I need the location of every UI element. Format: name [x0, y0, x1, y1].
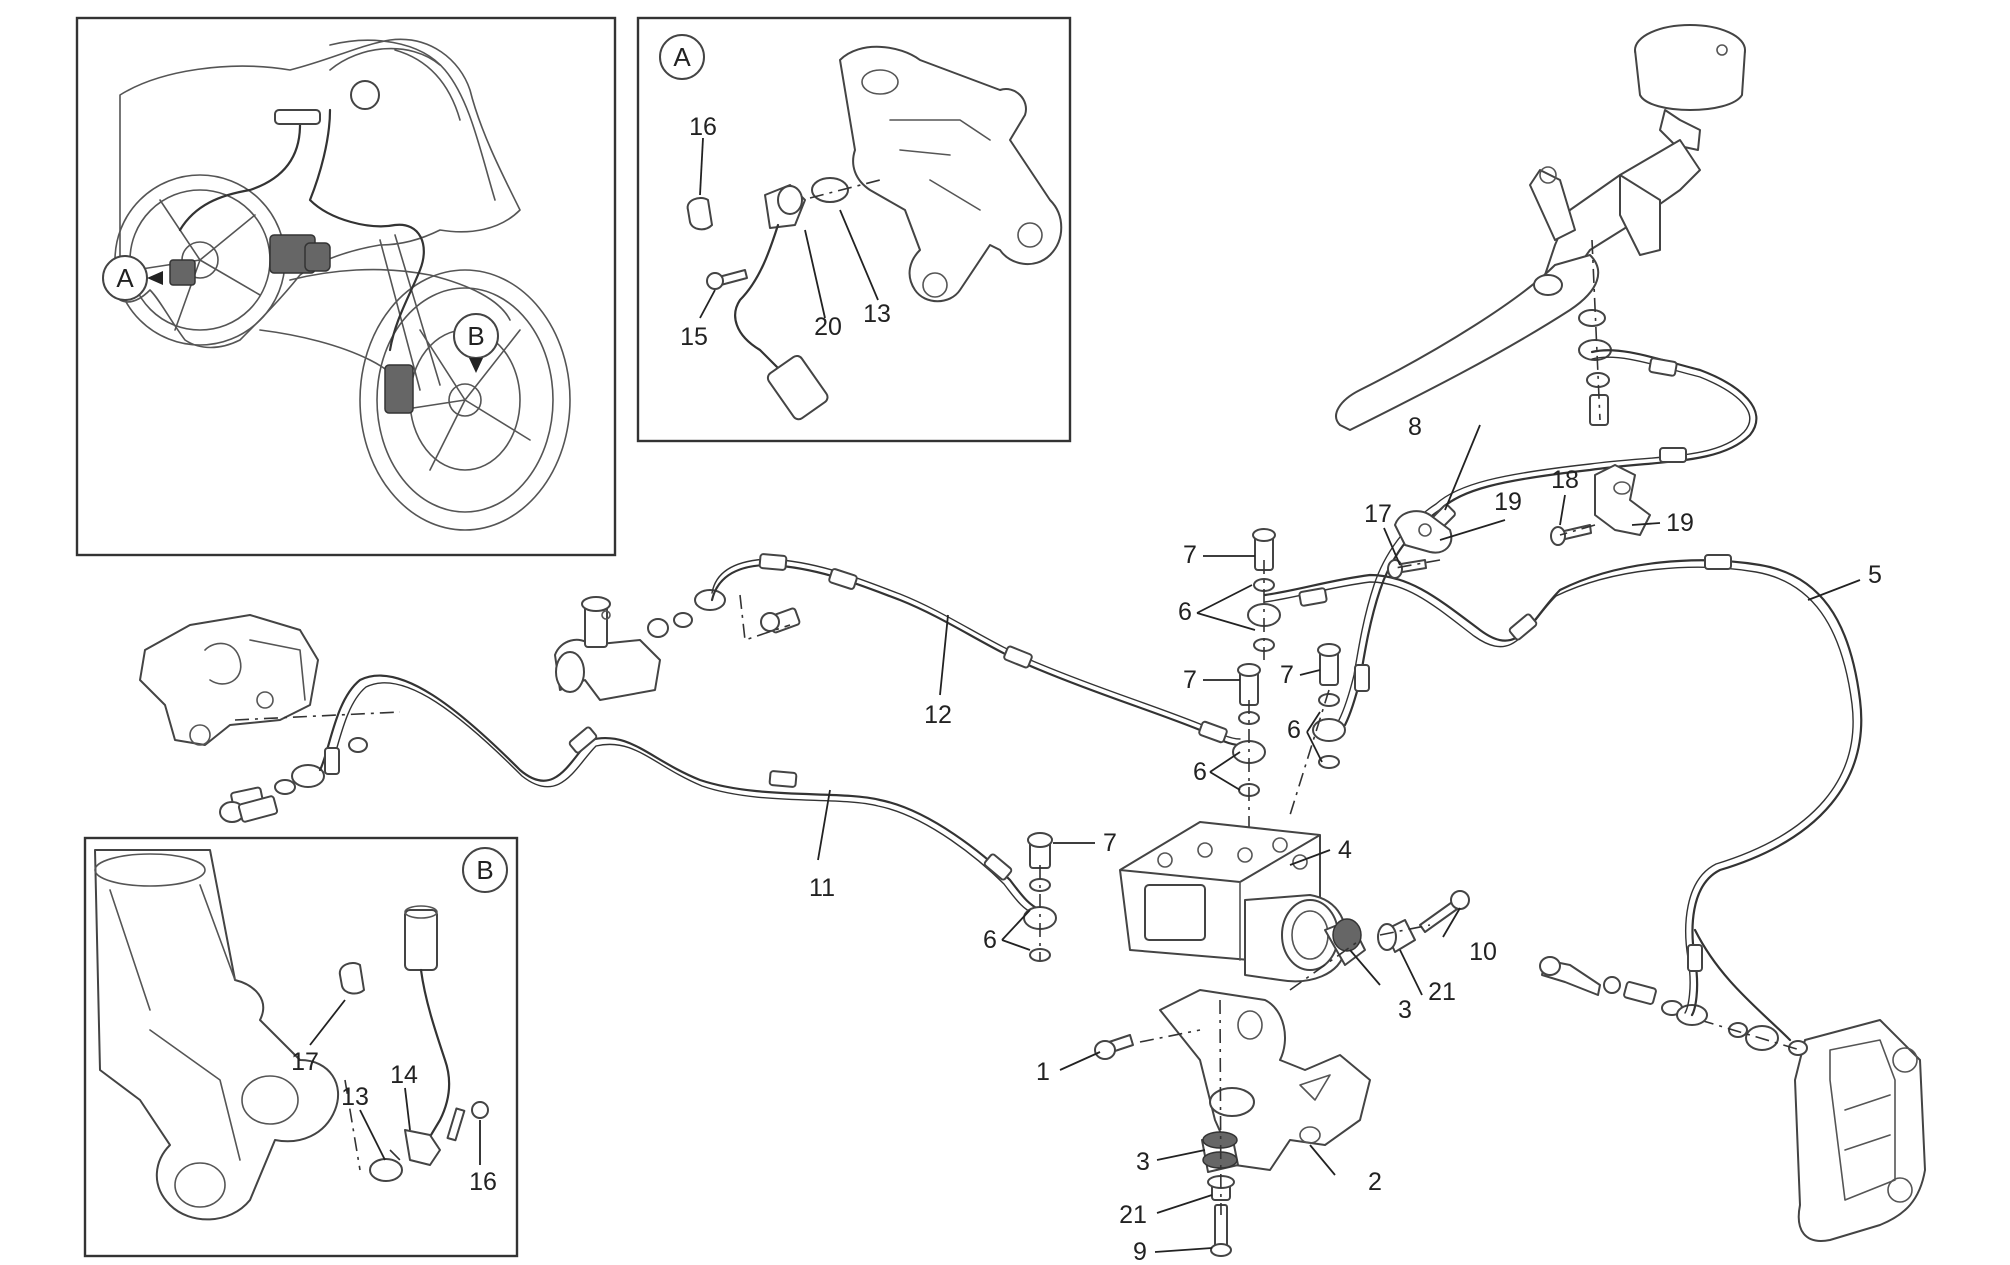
- callout-2: 2: [1368, 1168, 1382, 1196]
- callout-14: 14: [390, 1061, 418, 1089]
- front-master-cylinder: [1335, 24, 1746, 431]
- callout-15-a: 15: [680, 323, 708, 351]
- inset-b-marker-label: B: [467, 321, 484, 351]
- callout-4: 4: [1338, 836, 1352, 864]
- inset-a-marker-label: A: [116, 263, 134, 293]
- brake-hoses: [318, 349, 1863, 1042]
- callout-19: 19: [1494, 488, 1522, 516]
- callout-21-upper: 21: [1428, 978, 1456, 1006]
- callout-11: 11: [809, 874, 835, 902]
- abs-hydraulic-unit: [1023, 528, 1470, 1257]
- callout-20: 20: [814, 313, 842, 341]
- callout-17-right: 18: [1551, 466, 1579, 494]
- callout-numbers: 1 2 3 3 4 5 6 6 6 6 7 7 7 7 8 9 10 11 12…: [809, 413, 1882, 1265]
- inset-b-title: B: [476, 855, 493, 885]
- callout-5: 5: [1868, 561, 1882, 589]
- callout-leaders: [817, 424, 1861, 1253]
- callout-7-mid: 7: [1183, 666, 1197, 694]
- callout-9: 9: [1133, 1238, 1147, 1265]
- callout-3-lower: 3: [1136, 1148, 1150, 1176]
- callout-13-a: 13: [863, 300, 891, 328]
- front-brake-caliper: [1539, 956, 1926, 1242]
- callout-13-b: 13: [341, 1083, 369, 1111]
- callout-6-top: 6: [1178, 598, 1192, 626]
- inset-b-front-sensor: B 17 13 14 16: [83, 836, 519, 1258]
- callout-15-b: 16: [469, 1168, 497, 1196]
- callout-7-left: 7: [1103, 829, 1117, 857]
- callout-6-right: 6: [1287, 716, 1301, 744]
- rear-master-cylinder: [554, 589, 801, 701]
- inset-motorcycle-overview: A B: [75, 16, 617, 557]
- callout-16-b: 17: [291, 1048, 319, 1076]
- callout-1: 1: [1036, 1058, 1050, 1086]
- inset-a-title: A: [673, 42, 691, 72]
- callout-3-upper: 3: [1398, 996, 1412, 1024]
- hose-clamps: [1387, 464, 1651, 579]
- callout-12: 12: [924, 701, 952, 729]
- callout-17-left: 17: [1364, 500, 1392, 528]
- inset-a-rear-sensor: A 16 15 20 13: [636, 16, 1072, 443]
- callout-7-top: 7: [1183, 541, 1197, 569]
- callout-8: 8: [1408, 413, 1422, 441]
- callout-10: 10: [1469, 938, 1497, 966]
- callout-6-mid: 6: [1193, 758, 1207, 786]
- rear-brake-caliper: [139, 614, 401, 823]
- callout-7-right: 7: [1280, 661, 1294, 689]
- callout-21-lower: 21: [1119, 1201, 1147, 1229]
- callout-6-left: 6: [983, 926, 997, 954]
- callout-18: 19: [1666, 509, 1694, 537]
- callout-16-a: 16: [689, 113, 717, 141]
